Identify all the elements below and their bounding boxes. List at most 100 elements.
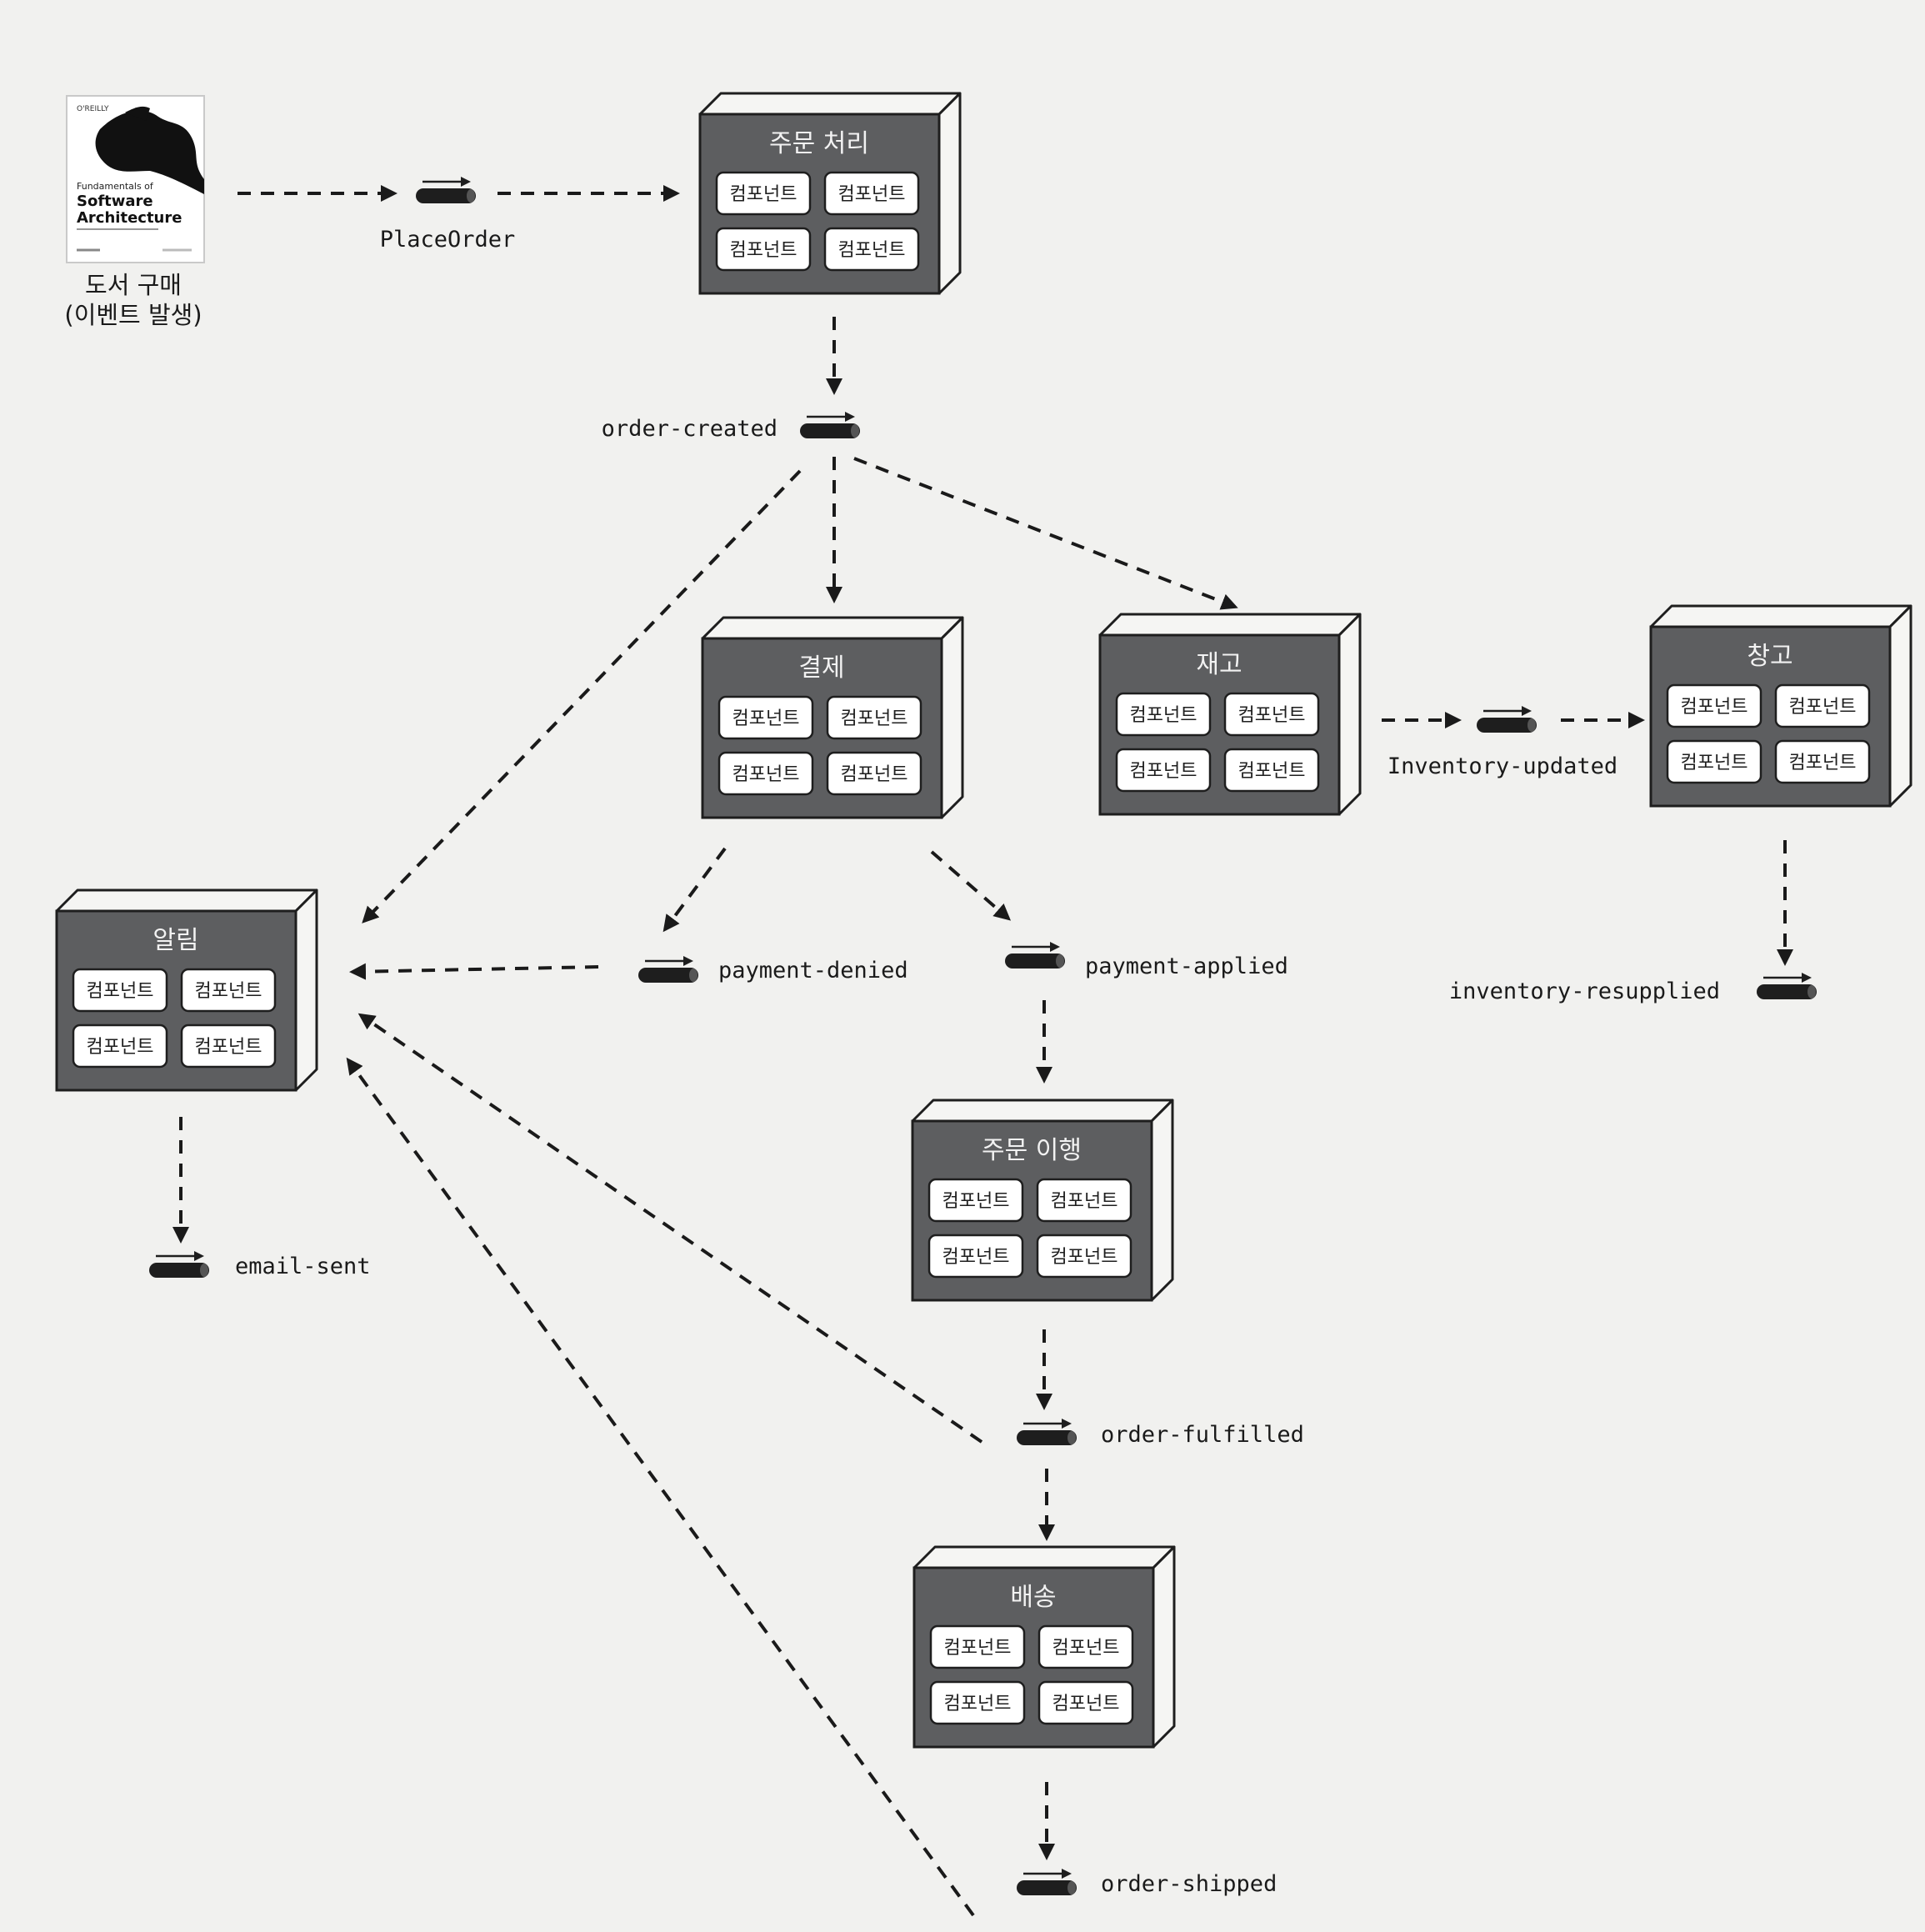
topic-pipe-icon	[1017, 1430, 1077, 1445]
topic-inventory-resupplied	[1757, 973, 1817, 999]
component-label: 컴포넌트	[195, 981, 262, 1002]
topic-pipe-cap	[851, 424, 859, 438]
topic-payment-denied	[638, 956, 698, 983]
topic-arrow-head	[845, 412, 855, 422]
component-label: 컴포넌트	[838, 184, 906, 205]
component-box	[718, 751, 814, 796]
topic-pipe-cap	[1528, 718, 1536, 732]
component-box	[715, 227, 812, 272]
component-label: 컴포넌트	[87, 981, 154, 1002]
component-label: 컴포넌트	[87, 1037, 154, 1058]
component-box	[180, 968, 277, 1013]
event-label-email-sent: email-sent	[235, 1254, 371, 1279]
component-box	[180, 1024, 277, 1069]
service-title: 주문 이행	[982, 1136, 1082, 1165]
component-box	[718, 695, 814, 740]
component-label: 컴포넌트	[944, 1638, 1012, 1659]
topic-pipe-icon	[638, 968, 698, 983]
component-label: 컴포넌트	[730, 240, 798, 261]
service-title: 알림	[152, 926, 198, 955]
component-box	[929, 1624, 1026, 1669]
component-box	[72, 968, 168, 1013]
component-box	[1223, 692, 1320, 737]
arrow-payment-denied-to-notification	[349, 963, 599, 980]
arrow-payment-to-payment-applied	[930, 850, 1012, 921]
component-box	[1036, 1234, 1132, 1279]
arrow-order-shipped-to-notification	[346, 1057, 975, 1917]
component-label: 컴포넌트	[841, 708, 908, 729]
topic-pipe-cap	[1068, 1881, 1076, 1894]
component-label: 컴포넌트	[838, 240, 906, 261]
component-box	[1038, 1680, 1134, 1725]
component-box	[929, 1680, 1026, 1725]
component-label: 컴포넌트	[1051, 1247, 1118, 1268]
event-label-inventory-updated: Inventory-updated	[1388, 753, 1618, 779]
book-caption-line2: (이벤트 발생)	[64, 301, 202, 329]
arrows	[172, 185, 1793, 1917]
service-title: 결제	[798, 653, 844, 683]
component-box	[826, 695, 922, 740]
arrow-order-created-to-notification	[362, 469, 802, 923]
topic-order-shipped	[1017, 1869, 1077, 1895]
topic-pipe-cap	[689, 969, 698, 982]
topic-pipe-icon	[1017, 1880, 1077, 1895]
topic-arrow-head	[1050, 942, 1060, 952]
component-box	[823, 171, 920, 216]
component-label: 컴포넌트	[1789, 753, 1857, 773]
component-label: 컴포넌트	[841, 764, 908, 785]
topic-arrow-head	[194, 1251, 204, 1261]
book-publisher: O'REILLY	[77, 105, 109, 113]
service-title: 주문 처리	[769, 129, 869, 158]
component-box	[823, 227, 920, 272]
component-label: 컴포넌트	[1052, 1638, 1120, 1659]
component-box	[1666, 739, 1762, 784]
topic-arrow-head	[1802, 973, 1812, 983]
arrow-payment-to-payment-denied	[662, 847, 727, 933]
event-label-place-order: PlaceOrder	[380, 227, 516, 253]
topic-pipe-icon	[1757, 984, 1817, 999]
component-box	[1038, 1624, 1134, 1669]
book-title-line3: Architecture	[77, 209, 182, 227]
topic-pipe-cap	[1068, 1431, 1076, 1444]
component-label: 컴포넌트	[732, 708, 800, 729]
event-label-inventory-resupplied: inventory-resupplied	[1449, 979, 1720, 1004]
topic-email-sent	[149, 1251, 209, 1278]
topic-arrow-head	[1062, 1869, 1072, 1879]
topic-arrow-head	[1062, 1419, 1072, 1429]
book-caption-line1: 도서 구매	[85, 271, 182, 299]
topic-pipe-icon	[1005, 953, 1065, 969]
topic-arrow-head	[1522, 706, 1532, 716]
book-animal-illustration	[95, 110, 204, 194]
component-label: 컴포넌트	[1789, 697, 1857, 718]
component-box	[1774, 739, 1871, 784]
component-label: 컴포넌트	[1238, 705, 1306, 726]
component-box	[715, 171, 812, 216]
topic-pipe-icon	[800, 423, 860, 438]
component-label: 컴포넌트	[1681, 697, 1748, 718]
arrow-order-created-to-inventory	[853, 457, 1238, 610]
component-label: 컴포넌트	[1051, 1191, 1118, 1212]
component-label: 컴포넌트	[1130, 761, 1198, 782]
component-label: 컴포넌트	[1238, 761, 1306, 782]
service-title: 재고	[1196, 650, 1242, 679]
topic-pipe-icon	[416, 188, 476, 203]
component-label: 컴포넌트	[942, 1191, 1010, 1212]
topic-order-fulfilled	[1017, 1419, 1077, 1445]
topic-pipe-icon	[149, 1263, 209, 1278]
service-title: 창고	[1747, 642, 1792, 671]
component-box	[928, 1178, 1024, 1223]
topic-payment-applied	[1005, 942, 1065, 969]
book-title-line1: Fundamentals of	[77, 181, 154, 192]
book-title-line2: Software	[77, 193, 153, 210]
component-label: 컴포넌트	[944, 1694, 1012, 1714]
topic-inventory-updated	[1477, 706, 1537, 733]
component-label: 컴포넌트	[1052, 1694, 1120, 1714]
component-label: 컴포넌트	[732, 764, 800, 785]
component-label: 컴포넌트	[1681, 753, 1748, 773]
